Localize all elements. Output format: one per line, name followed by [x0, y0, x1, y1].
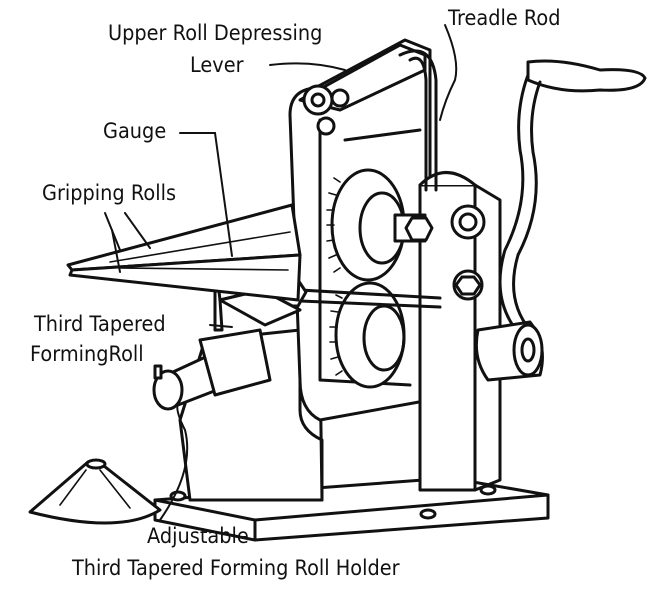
label-adjustable: Adjustable	[147, 524, 249, 548]
upper-gear	[326, 168, 434, 282]
third-tapered-forming-roll	[152, 328, 272, 411]
hand-crank	[474, 59, 647, 382]
label-lever: Lever	[190, 53, 244, 77]
label-gauge: Gauge	[103, 119, 167, 143]
spare-cone	[28, 458, 162, 525]
label-upper-roll-depressing: Upper Roll Depressing	[108, 21, 323, 45]
label-gripping-rolls: Gripping Rolls	[42, 181, 177, 205]
label-treadle-rod: Treadle Rod	[448, 6, 561, 30]
treadle-rod	[398, 49, 438, 192]
upper-roll-depressing-lever	[298, 43, 427, 136]
label-roll-holder: Third Tapered Forming Roll Holder	[72, 556, 400, 580]
label-third-tapered: Third Tapered	[34, 312, 166, 336]
label-forming-roll: FormingRoll	[30, 342, 144, 366]
frame-bolts	[450, 204, 486, 301]
leader-lines	[104, 24, 458, 521]
gripping-rolls	[66, 203, 302, 302]
